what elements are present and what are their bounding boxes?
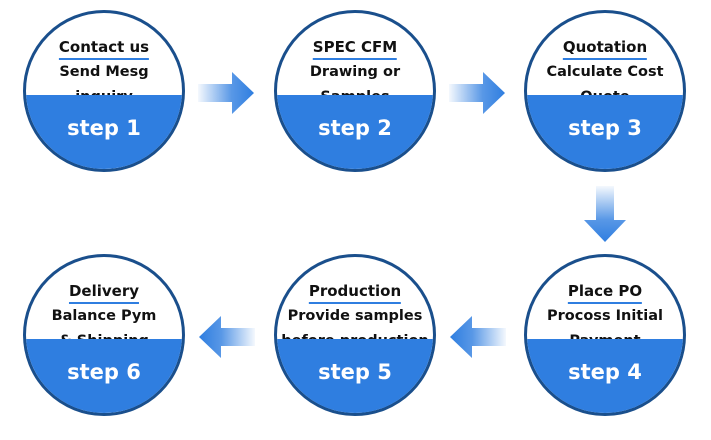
step-3-band: step 3 <box>527 95 683 169</box>
step-3-text-area: Quotation Calculate Cost Quote <box>527 13 683 106</box>
step-4-circle: Place PO Procoss Initial Payment step 4 <box>524 254 686 416</box>
step-6-label: step 6 <box>67 360 141 384</box>
step-1-band: step 1 <box>26 95 182 169</box>
step-5-line-1: Provide samples <box>287 308 423 324</box>
step-1-text-area: Contact us Send Mesg inquiry <box>26 13 182 105</box>
step-6-line-1: Balance Pym <box>51 308 157 324</box>
step-5-label: step 5 <box>318 360 392 384</box>
arrow-left-icon <box>450 316 506 358</box>
step-6-title: Delivery <box>68 283 140 304</box>
step-5-circle: Production Provide samples before produc… <box>274 254 436 416</box>
step-6-band: step 6 <box>26 339 182 413</box>
step-1-line-1: Send Mesg <box>59 64 149 80</box>
step-3-title: Quotation <box>562 39 648 60</box>
step-3-circle: Quotation Calculate Cost Quote step 3 <box>524 10 686 172</box>
step-4-text-area: Place PO Procoss Initial Payment <box>527 257 683 350</box>
step-5-text-area: Production Provide samples before produc… <box>277 257 433 350</box>
step-4-title: Place PO <box>567 283 643 304</box>
step-6-circle: Delivery Balance Pym & Shipping step 6 <box>23 254 185 416</box>
arrow-right-icon <box>449 72 505 114</box>
step-2-label: step 2 <box>318 116 392 140</box>
step-2-text-area: SPEC CFM Drawing or Samples <box>277 13 433 106</box>
step-2-circle: SPEC CFM Drawing or Samples step 2 <box>274 10 436 172</box>
step-2-title: SPEC CFM <box>312 39 398 60</box>
arrow-down-icon <box>584 186 626 242</box>
step-1-circle: Contact us Send Mesg inquiry step 1 <box>23 10 185 172</box>
step-1-label: step 1 <box>67 116 141 140</box>
step-1-title: Contact us <box>58 39 150 60</box>
arrow-right-icon <box>198 72 254 114</box>
step-6-text-area: Delivery Balance Pym & Shipping <box>26 257 182 350</box>
step-5-title: Production <box>308 283 402 304</box>
step-3-line-1: Calculate Cost <box>546 64 664 80</box>
step-2-line-1: Drawing or <box>309 64 401 80</box>
step-4-line-1: Procoss Initial <box>547 308 663 324</box>
arrow-left-icon <box>199 316 255 358</box>
step-4-label: step 4 <box>568 360 642 384</box>
step-3-label: step 3 <box>568 116 642 140</box>
step-4-band: step 4 <box>527 339 683 413</box>
step-5-band: step 5 <box>277 339 433 413</box>
step-2-band: step 2 <box>277 95 433 169</box>
